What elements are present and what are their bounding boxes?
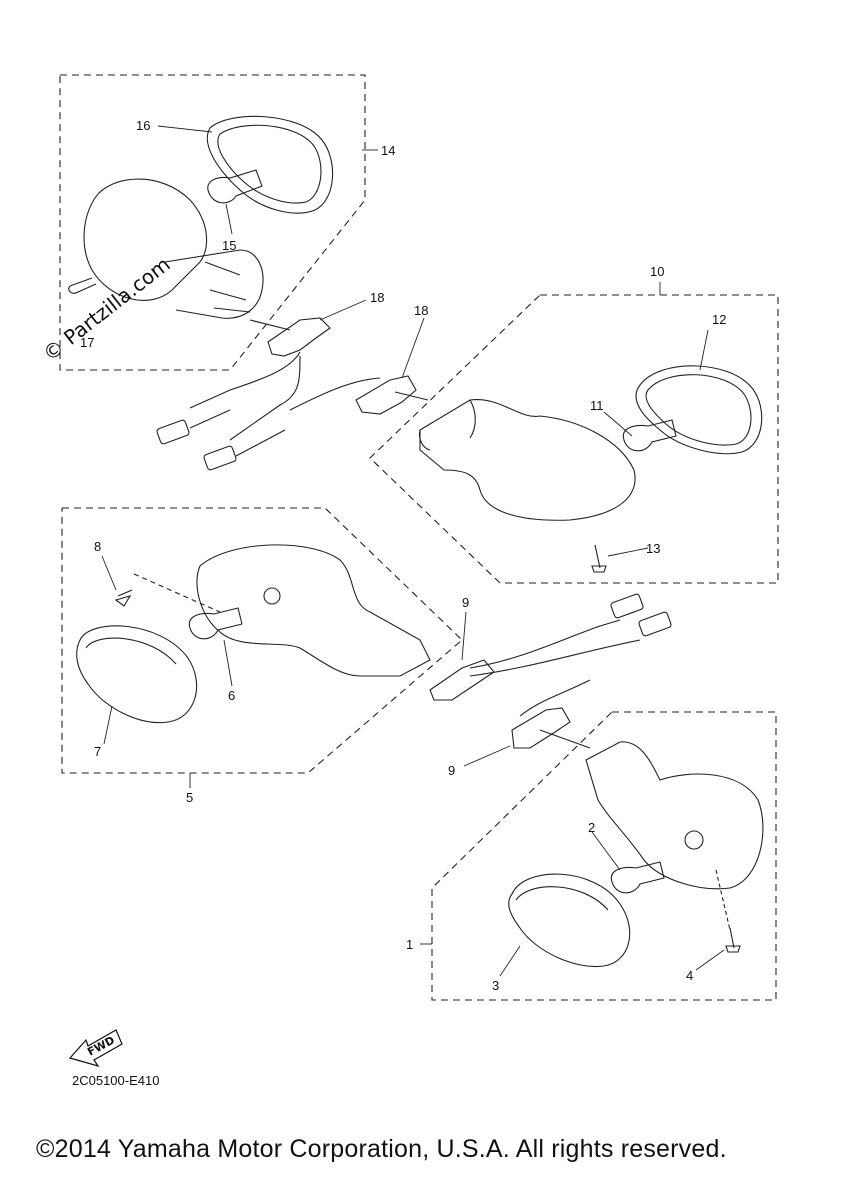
label-2: 2 <box>588 820 595 835</box>
housing-5 <box>196 544 431 677</box>
label-18a: 18 <box>370 290 384 305</box>
label-9b: 9 <box>448 763 455 778</box>
label-14: 14 <box>381 143 395 158</box>
connector-5a <box>610 593 644 619</box>
bulb-6 <box>188 607 243 640</box>
label-10: 10 <box>650 264 664 279</box>
connector-14b <box>203 445 237 471</box>
bulb-2 <box>610 861 665 894</box>
bracket-18-lower <box>355 375 417 415</box>
assembly-10-boundary <box>369 294 779 584</box>
label-4: 4 <box>686 968 693 983</box>
assembly-1-boundary <box>431 711 777 1001</box>
label-6: 6 <box>228 688 235 703</box>
lens-3 <box>508 873 631 968</box>
wire-14 <box>189 351 301 441</box>
label-11: 11 <box>590 398 604 413</box>
diagram-code: 2C05100-E410 <box>72 1073 160 1088</box>
stem-14 <box>164 249 264 319</box>
assembly-5-group <box>61 507 672 774</box>
leader-lines <box>101 125 725 977</box>
label-8: 8 <box>94 539 101 554</box>
screw-17 <box>68 277 97 294</box>
screw-13 <box>591 544 607 573</box>
label-18b: 18 <box>414 303 428 318</box>
watermark-text: © Partzilla.com <box>38 252 174 366</box>
bulb-15 <box>207 169 263 204</box>
copyright-notice: ©2014 Yamaha Motor Corporation, U.S.A. A… <box>36 1135 727 1163</box>
housing-10 <box>419 399 636 521</box>
bracket-9-upper <box>429 659 495 701</box>
housing-14 <box>83 178 208 301</box>
label-17: 17 <box>80 335 94 350</box>
connector-14a <box>156 419 190 445</box>
screw-8 <box>114 589 133 607</box>
screw-4 <box>725 927 741 953</box>
assembly-5-boundary <box>61 507 463 774</box>
label-15: 15 <box>222 238 236 253</box>
bracket-18-upper <box>267 317 331 357</box>
label-7: 7 <box>94 744 101 759</box>
label-13: 13 <box>646 541 660 556</box>
label-3: 3 <box>492 978 499 993</box>
label-1: 1 <box>406 937 413 952</box>
lens-12 <box>635 365 763 455</box>
fwd-arrow-icon: FWD <box>68 1029 123 1068</box>
assembly-10-group <box>289 294 779 584</box>
housing-1 <box>585 741 764 890</box>
assembly-14-boundary <box>59 74 366 371</box>
assembly-1-group <box>431 679 777 1001</box>
label-16: 16 <box>136 118 150 133</box>
lens-16-inner <box>217 124 322 204</box>
lens-7 <box>76 625 198 724</box>
bracket-9-lower <box>511 707 571 749</box>
label-5: 5 <box>186 790 193 805</box>
label-12: 12 <box>712 312 726 327</box>
label-9a: 9 <box>462 595 469 610</box>
assembly-14-group <box>59 74 366 471</box>
connector-5b <box>638 611 672 637</box>
